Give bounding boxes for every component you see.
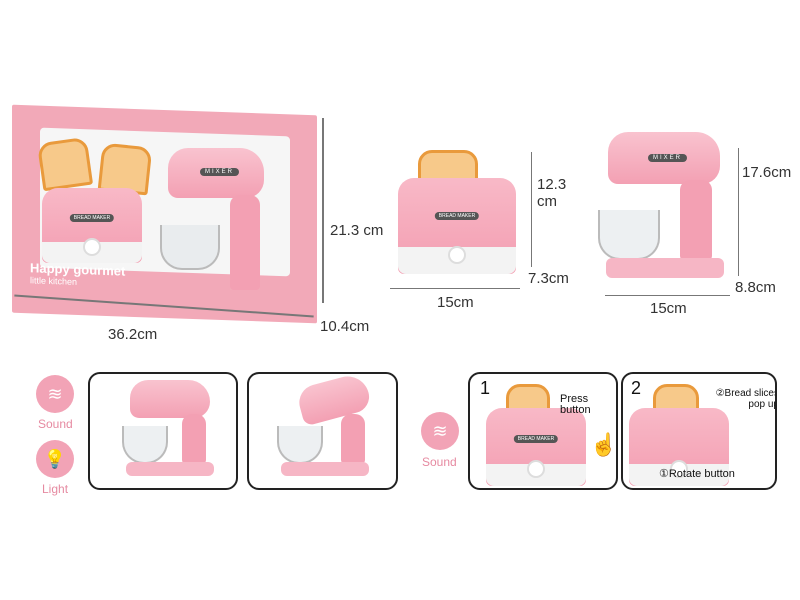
feature-sound-label: Sound	[422, 455, 457, 469]
sound-wave-icon: ≋	[421, 412, 459, 450]
toaster-height: 12.3 cm	[537, 176, 567, 210]
step-number: 1	[480, 378, 491, 398]
toaster-step-1-panel: 1 BREAD MAKER Press button ☝	[468, 372, 618, 490]
toaster-badge: BREAD MAKER	[434, 211, 480, 220]
toaster-width: 15cm	[437, 294, 474, 311]
dimension-line	[390, 288, 520, 289]
mixer: MIXER	[608, 132, 720, 184]
mixer-sound-panel	[88, 372, 238, 490]
toaster: BREAD MAKER	[398, 178, 516, 274]
step-caption: ①Rotate button	[659, 468, 735, 480]
hand-pointer-icon: ☝	[590, 432, 618, 457]
mixer-light-panel	[247, 372, 398, 490]
step-caption: Press button	[560, 393, 591, 416]
toaster-badge: BREAD MAKER	[513, 435, 559, 444]
mixer-base	[606, 258, 724, 278]
sound-wave-icon: ≋	[36, 375, 74, 413]
mixer-badge: MIXER	[200, 168, 240, 176]
mixer-in-box: MIXER	[168, 148, 264, 198]
package-width: 36.2cm	[108, 326, 158, 343]
mixer-bowl	[598, 210, 660, 260]
mixer-bowl	[160, 225, 220, 270]
mixer-height: 17.6cm	[742, 164, 792, 181]
toaster-badge: BREAD MAKER	[69, 214, 115, 223]
toaster-step-2-panel: 2 ②Bread slices pop up ①Rotate button	[621, 372, 777, 490]
mixer-badge: MIXER	[648, 154, 688, 162]
light-bulb-icon: 💡	[36, 440, 74, 478]
dimension-line	[531, 152, 532, 267]
feature-light-label: Light	[42, 482, 69, 496]
dimension-line	[605, 295, 730, 296]
mixer-stand	[230, 195, 260, 290]
dimension-line	[738, 148, 739, 276]
package-height: 21.3 cm	[330, 222, 384, 239]
toast-slice	[36, 136, 94, 192]
mixer-width: 15cm	[650, 300, 687, 317]
feature-sound-label: Sound	[38, 417, 73, 431]
package-depth: 10.4cm	[320, 318, 370, 335]
dimension-line	[322, 118, 324, 303]
package-brand: Happy gourmet little kitchen	[30, 260, 125, 288]
toaster-depth: 7.3cm	[528, 270, 569, 287]
mixer-depth: 8.8cm	[735, 279, 776, 296]
step-caption: ②Bread slices pop up	[715, 388, 777, 410]
step-number: 2	[631, 378, 642, 398]
toaster-in-box: BREAD MAKER	[42, 188, 142, 263]
mixer-stand	[680, 180, 712, 260]
